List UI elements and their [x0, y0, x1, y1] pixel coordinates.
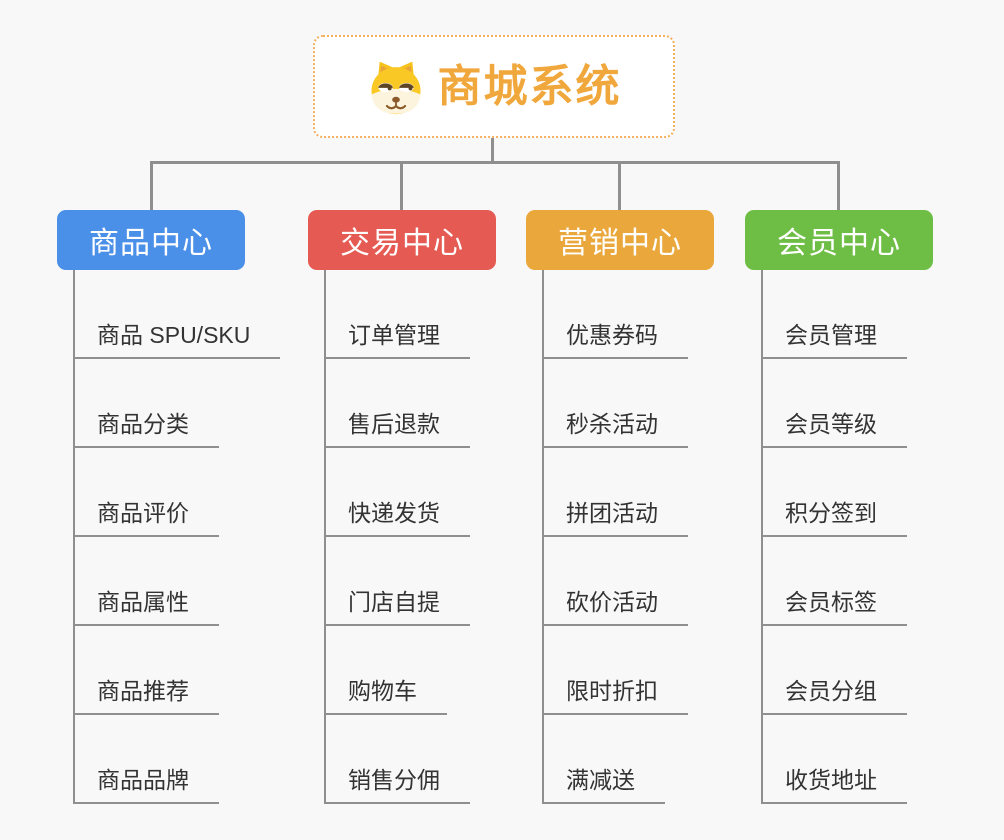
leaf-node[interactable]: 满减送: [542, 761, 665, 804]
branch-label: 会员中心: [777, 227, 901, 260]
root-node[interactable]: 商城系统: [313, 35, 675, 138]
branch-marketing-center: 营销中心 优惠券码 秒杀活动 拼团活动 砍价活动 限时折扣 满减送: [526, 210, 714, 804]
leaf-node[interactable]: 商品属性: [73, 583, 219, 626]
branch-spine: [542, 270, 544, 804]
leaf-node[interactable]: 商品推荐: [73, 672, 219, 715]
connector-bus: [150, 161, 840, 164]
connector-drop-trade: [400, 161, 403, 210]
connector-drop-member: [837, 161, 840, 210]
branch-trade-center: 交易中心 订单管理 售后退款 快递发货 门店自提 购物车 销售分佣: [308, 210, 496, 804]
connector-root-stem: [491, 136, 494, 163]
leaf-node[interactable]: 销售分佣: [324, 761, 470, 804]
leaf-node[interactable]: 收货地址: [761, 761, 907, 804]
leaf-node[interactable]: 商品品牌: [73, 761, 219, 804]
branch-label: 商品中心: [89, 227, 213, 260]
leaf-node[interactable]: 砍价活动: [542, 583, 688, 626]
leaf-node[interactable]: 会员标签: [761, 583, 907, 626]
leaf-node[interactable]: 优惠券码: [542, 316, 688, 359]
branch-header-member-center[interactable]: 会员中心: [745, 210, 933, 270]
branch-member-center: 会员中心 会员管理 会员等级 积分签到 会员标签 会员分组 收货地址: [745, 210, 933, 804]
dog-face-icon: [371, 61, 420, 114]
branch-spine: [324, 270, 326, 804]
branch-product-center: 商品中心 商品 SPU/SKU 商品分类 商品评价 商品属性 商品推荐 商品品牌: [57, 210, 281, 804]
branch-label: 交易中心: [340, 227, 464, 260]
branch-spine: [761, 270, 763, 804]
branch-header-marketing-center[interactable]: 营销中心: [526, 210, 714, 270]
leaf-node[interactable]: 商品 SPU/SKU: [73, 316, 281, 359]
branch-items: 订单管理 售后退款 快递发货 门店自提 购物车 销售分佣: [324, 270, 470, 804]
branch-items: 会员管理 会员等级 积分签到 会员标签 会员分组 收货地址: [761, 270, 907, 804]
connector-drop-product: [150, 161, 153, 210]
leaf-node[interactable]: 售后退款: [324, 405, 470, 448]
leaf-node[interactable]: 限时折扣: [542, 672, 688, 715]
connector-drop-marketing: [618, 161, 621, 210]
leaf-node[interactable]: 拼团活动: [542, 494, 688, 537]
branch-label: 营销中心: [558, 227, 682, 260]
leaf-node[interactable]: 商品分类: [73, 405, 219, 448]
branch-spine: [73, 270, 75, 804]
branch-header-trade-center[interactable]: 交易中心: [308, 210, 496, 270]
leaf-node[interactable]: 订单管理: [324, 316, 470, 359]
branch-items: 优惠券码 秒杀活动 拼团活动 砍价活动 限时折扣 满减送: [542, 270, 688, 804]
leaf-node[interactable]: 会员管理: [761, 316, 907, 359]
root-title: 商城系统: [437, 61, 622, 111]
leaf-node[interactable]: 会员分组: [761, 672, 907, 715]
leaf-node[interactable]: 会员等级: [761, 405, 907, 448]
leaf-node[interactable]: 秒杀活动: [542, 405, 688, 448]
leaf-node[interactable]: 快递发货: [324, 494, 470, 537]
leaf-node[interactable]: 积分签到: [761, 494, 907, 537]
branch-items: 商品 SPU/SKU 商品分类 商品评价 商品属性 商品推荐 商品品牌: [73, 270, 281, 804]
leaf-node[interactable]: 商品评价: [73, 494, 219, 537]
leaf-node[interactable]: 门店自提: [324, 583, 470, 626]
leaf-node[interactable]: 购物车: [324, 672, 447, 715]
branch-header-product-center[interactable]: 商品中心: [57, 210, 245, 270]
